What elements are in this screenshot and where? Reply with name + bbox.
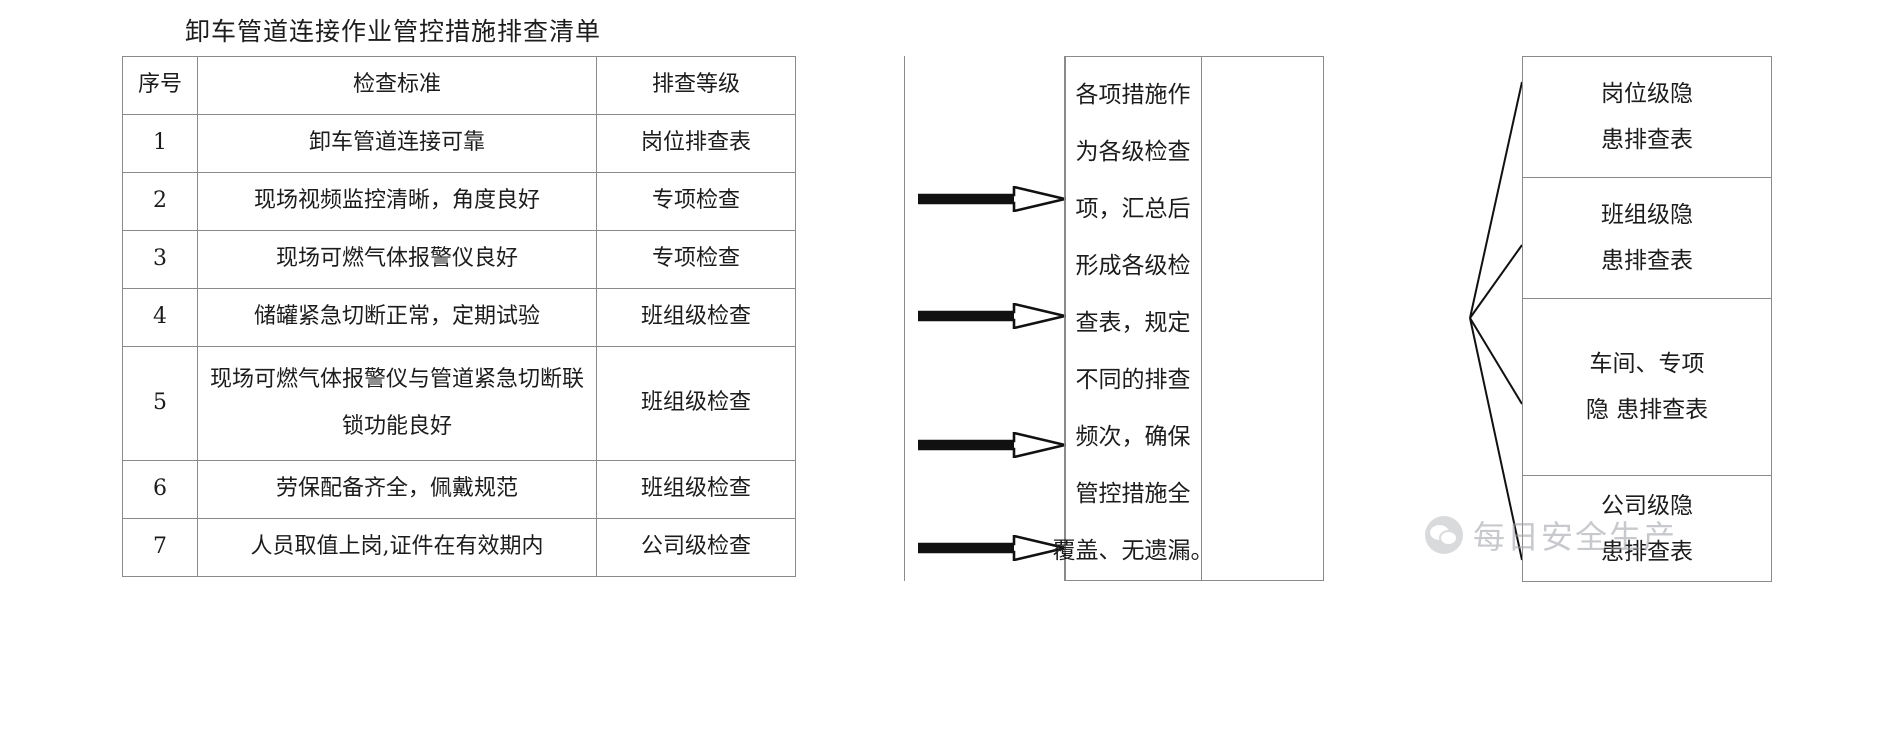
output-cell: 公司级隐 患排查表: [1522, 475, 1772, 582]
summary-line: 形成各级检: [1075, 253, 1191, 279]
summary-line: 频次，确保: [1075, 424, 1191, 450]
summary-line: 为各级检查: [1075, 139, 1191, 165]
output-line: 患排查表: [1601, 127, 1693, 153]
row-number: 5: [122, 346, 198, 461]
row-number: 6: [122, 460, 198, 519]
table-row: 3 现场可燃气体报警仪良好 专项检查: [122, 230, 796, 289]
row-standard: 卸车管道连接可靠: [197, 114, 597, 173]
checklist-table-body: 序号 检查标准 排查等级 1 卸车管道连接可靠 岗位排查表 2 现场视频监控清晰…: [122, 56, 796, 577]
summary-line: 不同的排查: [1075, 367, 1191, 393]
table-row: 6 劳保配备齐全，佩戴规范 班组级检查: [122, 460, 796, 519]
table-row: 1 卸车管道连接可靠 岗位排查表: [122, 114, 796, 173]
output-line: 隐 患排查表: [1585, 397, 1709, 423]
table-row: 2 现场视频监控清晰，角度良好 专项检查: [122, 172, 796, 231]
table-row: 7 人员取值上岗,证件在有效期内 公司级检查: [122, 518, 796, 577]
row-standard: 储罐紧急切断正常，定期试验: [197, 288, 597, 347]
row-standard: 现场可燃气体报警仪良好: [197, 230, 597, 289]
output-line: 岗位级隐: [1601, 81, 1693, 107]
table-row: 岗位级隐 患排查表: [1522, 56, 1772, 178]
page-title: 卸车管道连接作业管控措施排查清单: [185, 17, 602, 46]
output-line: 班组级隐: [1601, 202, 1693, 228]
row-level: 公司级检查: [596, 518, 796, 577]
table-row: 车间、专项 隐 患排查表: [1522, 298, 1772, 476]
table-row: 4 储罐紧急切断正常，定期试验 班组级检查: [122, 288, 796, 347]
output-line: 公司级隐: [1601, 492, 1693, 519]
connector-line: [1469, 244, 1523, 319]
output-line: 患排查表: [1601, 538, 1693, 565]
row-level: 班组级检查: [596, 346, 796, 461]
table-row: 班组级隐 患排查表: [1522, 177, 1772, 299]
outputs-table-body: 岗位级隐 患排查表 班组级隐 患排查表 车间、专项 隐 患排查表 公司级隐 患排…: [1522, 56, 1772, 582]
summary-line: 查表，规定: [1075, 310, 1191, 336]
column-header-level: 排查等级: [596, 56, 796, 115]
output-line: 车间、专项: [1589, 351, 1705, 377]
table-row: 公司级隐 患排查表: [1522, 475, 1772, 582]
row-level: 岗位排查表: [596, 114, 796, 173]
summary-line: 项，汇总后: [1075, 196, 1191, 222]
output-cell: 车间、专项 隐 患排查表: [1522, 298, 1772, 476]
block-arrow-right-icon: [918, 432, 1066, 458]
summary-line: 各项措施作: [1075, 82, 1191, 108]
row-number: 2: [122, 172, 198, 231]
spacer-column: [1202, 56, 1324, 581]
block-arrow-right-icon: [918, 535, 1066, 561]
block-arrow-right-icon: [918, 186, 1066, 212]
row-level: 专项检查: [596, 230, 796, 289]
row-level: 班组级检查: [596, 288, 796, 347]
block-arrow-right-icon: [918, 303, 1066, 329]
arrow-lane: [904, 56, 1066, 581]
summary-line: 覆盖、无遗漏。: [1052, 538, 1214, 564]
connector-line: [1469, 317, 1523, 561]
output-cell: 岗位级隐 患排查表: [1522, 56, 1772, 178]
connector-line: [1469, 81, 1523, 319]
outputs-table: 岗位级隐 患排查表 班组级隐 患排查表 车间、专项 隐 患排查表 公司级隐 患排…: [1522, 56, 1772, 582]
table-row: 5 现场可燃气体报警仪与管道紧急切断联锁功能良好 班组级检查: [122, 346, 796, 461]
row-standard: 人员取值上岗,证件在有效期内: [197, 518, 597, 577]
row-number: 1: [122, 114, 198, 173]
summary-line: 管控措施全: [1075, 481, 1191, 507]
output-cell: 班组级隐 患排查表: [1522, 177, 1772, 299]
checklist-table: 序号 检查标准 排查等级 1 卸车管道连接可靠 岗位排查表 2 现场视频监控清晰…: [122, 56, 796, 577]
connector-line: [1469, 317, 1523, 405]
row-level: 班组级检查: [596, 460, 796, 519]
summary-text-box: 各项措施作 为各级检查 项，汇总后 形成各级检 查表，规定 不同的排查 频次，确…: [1053, 56, 1214, 581]
column-header-no: 序号: [122, 56, 198, 115]
row-standard: 现场可燃气体报警仪与管道紧急切断联锁功能良好: [197, 346, 597, 461]
row-number: 3: [122, 230, 198, 289]
row-standard: 现场视频监控清晰，角度良好: [197, 172, 597, 231]
output-line: 患排查表: [1601, 248, 1693, 274]
